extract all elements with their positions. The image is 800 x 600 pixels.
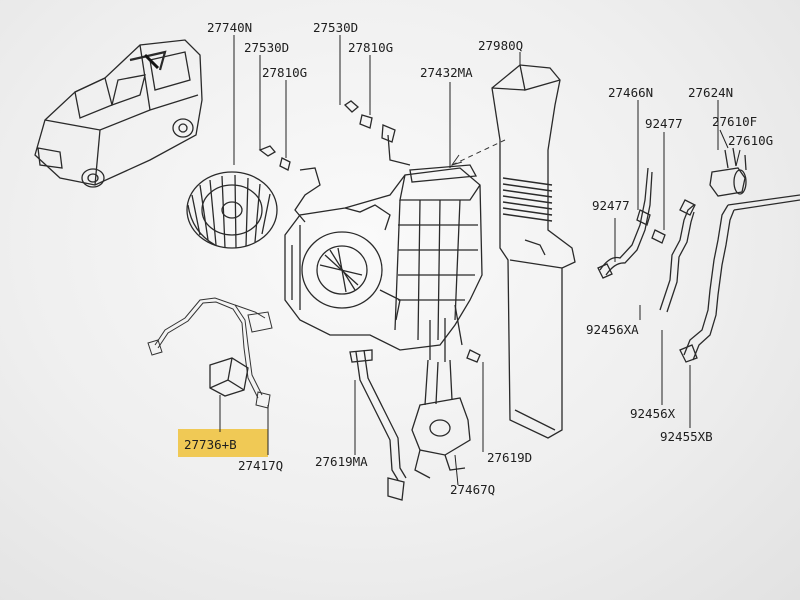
blower-resistor (209, 357, 249, 397)
label-27530D: 27530D (244, 40, 289, 55)
water-valve (411, 359, 471, 479)
label-27624N: 27624N (688, 85, 733, 100)
part-highlight (178, 429, 268, 457)
label-27530D-top: 27530D (313, 20, 358, 35)
van-illustration (34, 39, 203, 188)
drain-hose (349, 349, 407, 501)
label-27467Q: 27467Q (450, 482, 495, 497)
part-labels: 27740N 27530D 27530D 27810G 27810G 27980… (184, 20, 773, 497)
label-27980Q: 27980Q (478, 38, 523, 53)
label-92456X: 92456X (630, 406, 676, 421)
label-92477-b: 92477 (592, 198, 630, 213)
label-27810G-top: 27810G (348, 40, 393, 55)
label-27619D: 27619D (487, 450, 532, 465)
label-92455XB: 92455XB (660, 429, 713, 444)
label-27466N: 27466N (608, 85, 653, 100)
fasteners (258, 100, 411, 223)
dashed-connector (451, 139, 506, 166)
air-duct (491, 64, 576, 439)
label-27810G: 27810G (262, 65, 307, 80)
label-92477-a: 92477 (645, 116, 683, 131)
heater-unit (284, 164, 483, 362)
wiring-harness (147, 297, 273, 409)
label-92456XA: 92456XA (586, 322, 639, 337)
dashed-arrow (450, 154, 463, 166)
label-27619MA: 27619MA (315, 454, 368, 469)
refrigerant-pipes (597, 167, 800, 363)
fittings (466, 209, 666, 363)
label-27736B: 27736+B (184, 437, 237, 452)
label-27740N: 27740N (207, 20, 252, 35)
label-27417Q: 27417Q (238, 458, 283, 473)
leader-lines (219, 35, 741, 486)
blower-fan (186, 171, 278, 249)
label-27432MA: 27432MA (420, 65, 473, 80)
label-27610F: 27610F (712, 114, 757, 129)
receiver-drier (709, 147, 747, 197)
label-27610G: 27610G (728, 133, 773, 148)
